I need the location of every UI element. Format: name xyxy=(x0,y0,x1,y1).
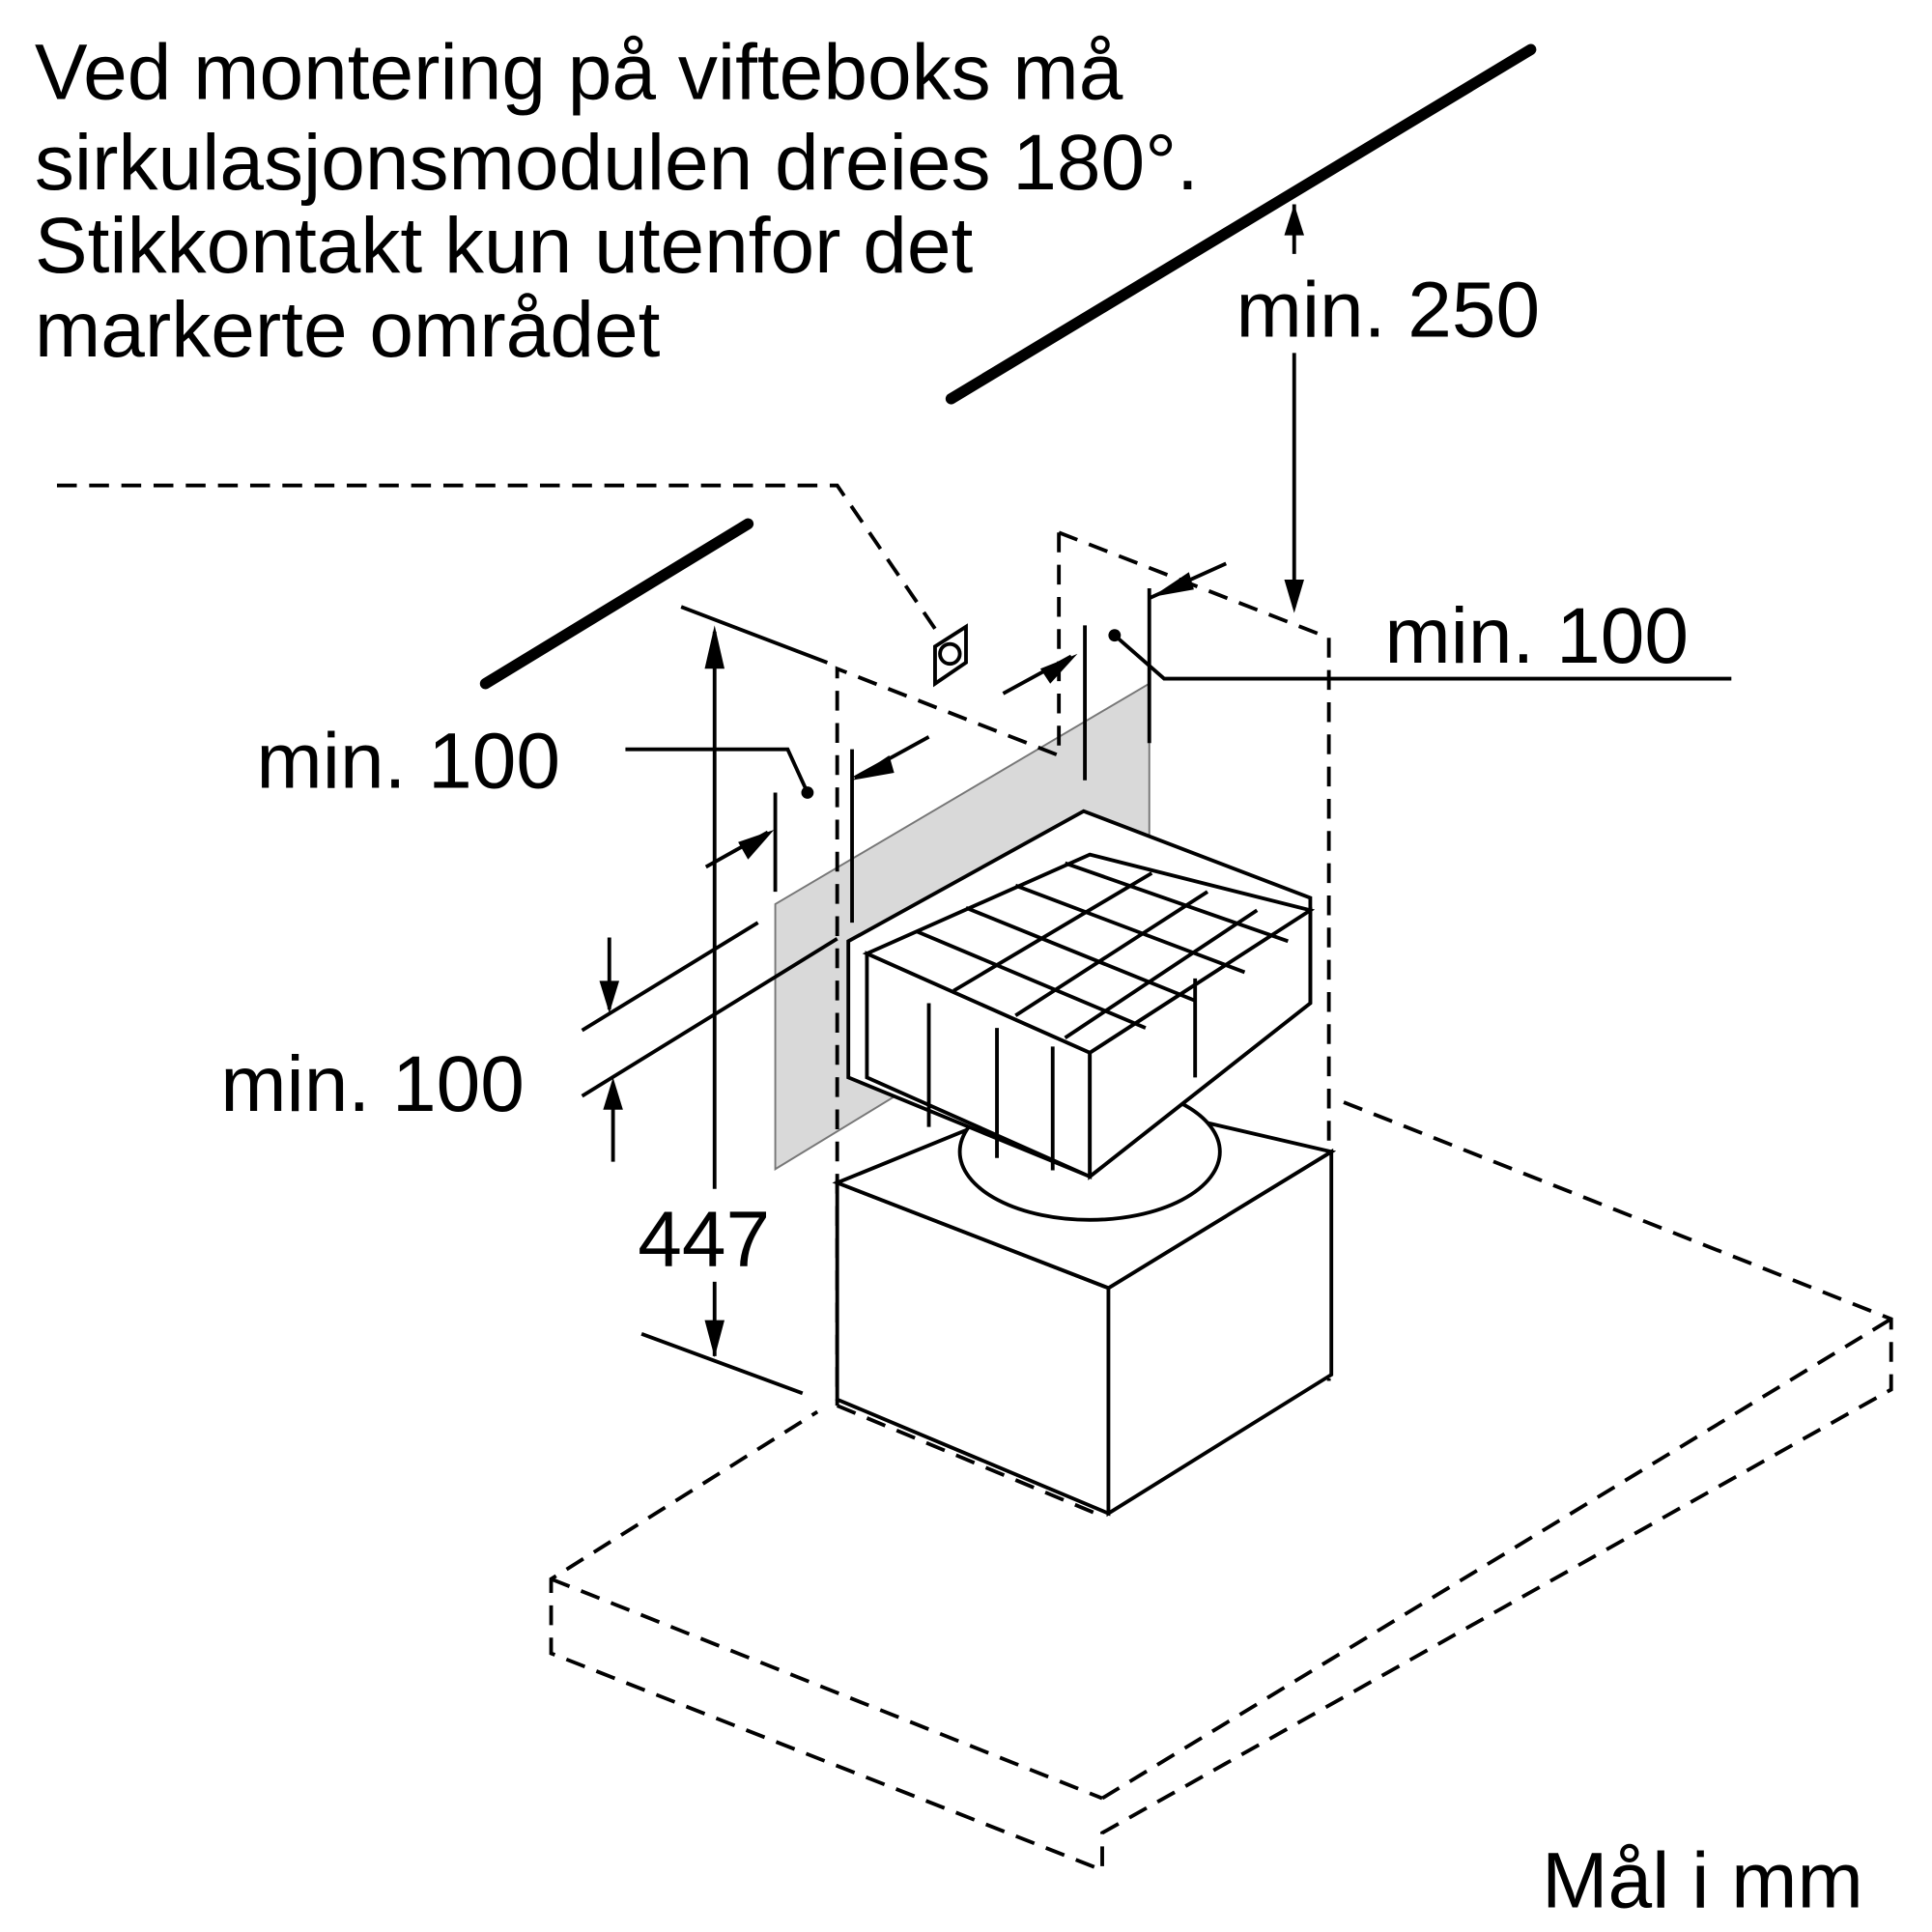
housing-outline-right xyxy=(1058,530,1331,1381)
arrow-up-icon xyxy=(603,1077,623,1110)
ceiling-line xyxy=(945,43,1537,405)
socket-leader xyxy=(56,483,943,639)
note-line-2: sirkulasjonsmodulen dreies 180°. xyxy=(35,119,1199,207)
arrow-down-icon xyxy=(1284,580,1304,613)
arrow-icon xyxy=(852,755,895,781)
dim-leader xyxy=(625,747,810,794)
arrow-up-icon xyxy=(704,625,724,669)
arrow-down-icon xyxy=(704,1320,724,1358)
installation-note: Ved montering på vifteboks må sirkulasjo… xyxy=(35,29,1199,375)
dim-bottom-clearance: min. 100 xyxy=(220,1040,525,1128)
hood-edge xyxy=(1101,1317,1892,1801)
arrow-icon xyxy=(1039,653,1078,684)
dim-height: 447 xyxy=(638,1195,770,1283)
hood-edge xyxy=(550,1577,1103,1801)
leader-dot xyxy=(1108,629,1122,642)
arrow-down-icon xyxy=(599,980,620,1013)
dim-top-clearance: min. 250 xyxy=(1236,267,1540,355)
dim-leader xyxy=(1113,634,1732,681)
wall-line xyxy=(479,518,754,690)
hood-edge xyxy=(836,1404,1106,1520)
dim-line xyxy=(680,605,829,665)
dim-line xyxy=(581,921,759,1033)
note-line-3: Stikkontakt kun utenfor det xyxy=(35,202,974,290)
dim-line xyxy=(581,937,838,1098)
housing-outline-left xyxy=(835,532,1062,1406)
note-line-1: Ved montering på vifteboks må xyxy=(35,29,1123,117)
hood-outline xyxy=(549,1100,1893,1873)
note-line-4: markerte området xyxy=(35,286,661,374)
units-label: Mål i mm xyxy=(1542,1836,1863,1924)
dim-left-clearance: min. 100 xyxy=(256,717,560,805)
dim-line xyxy=(640,1331,804,1396)
socket-icon xyxy=(933,623,968,688)
arrow-icon xyxy=(1151,572,1194,597)
circulation-module xyxy=(846,809,1316,1222)
arrow-up-icon xyxy=(1284,204,1304,236)
leader-dot xyxy=(801,786,814,799)
arrow-icon xyxy=(738,829,775,860)
dim-right-clearance: min. 100 xyxy=(1384,592,1689,680)
